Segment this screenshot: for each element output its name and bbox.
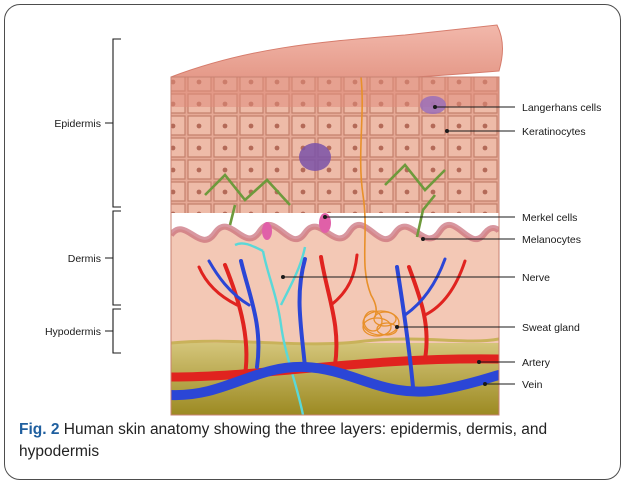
skin-top-surface [171,25,503,85]
merkel-label: Merkel cells [522,212,577,224]
skin-anatomy-diagram: Epidermis Dermis Hypodermis Langerhans c… [5,5,621,480]
bracket-dermis [105,211,121,305]
langerhans-cell [420,96,446,114]
langerhans-cell-large [299,143,331,171]
hypodermis-label: Hypodermis [45,326,101,338]
artery-label: Artery [522,357,551,369]
figure-frame: Epidermis Dermis Hypodermis Langerhans c… [4,4,621,480]
melanocytes-label: Melanocytes [522,234,581,246]
keratinocytes-label: Keratinocytes [522,126,586,138]
vein-label: Vein [522,379,543,391]
dermis-label: Dermis [68,253,101,265]
nerve-label: Nerve [522,272,550,284]
sweat-gland-label: Sweat gland [522,322,580,334]
caption-label: Fig. 2 [19,421,59,438]
caption-text: Human skin anatomy showing the three lay… [19,421,547,460]
langerhans-label: Langerhans cells [522,102,601,114]
bracket-hypodermis [105,309,121,353]
figure-caption: Fig. 2 Human skin anatomy showing the th… [19,419,609,463]
epidermis-label: Epidermis [54,118,101,130]
bracket-epidermis [105,39,121,207]
